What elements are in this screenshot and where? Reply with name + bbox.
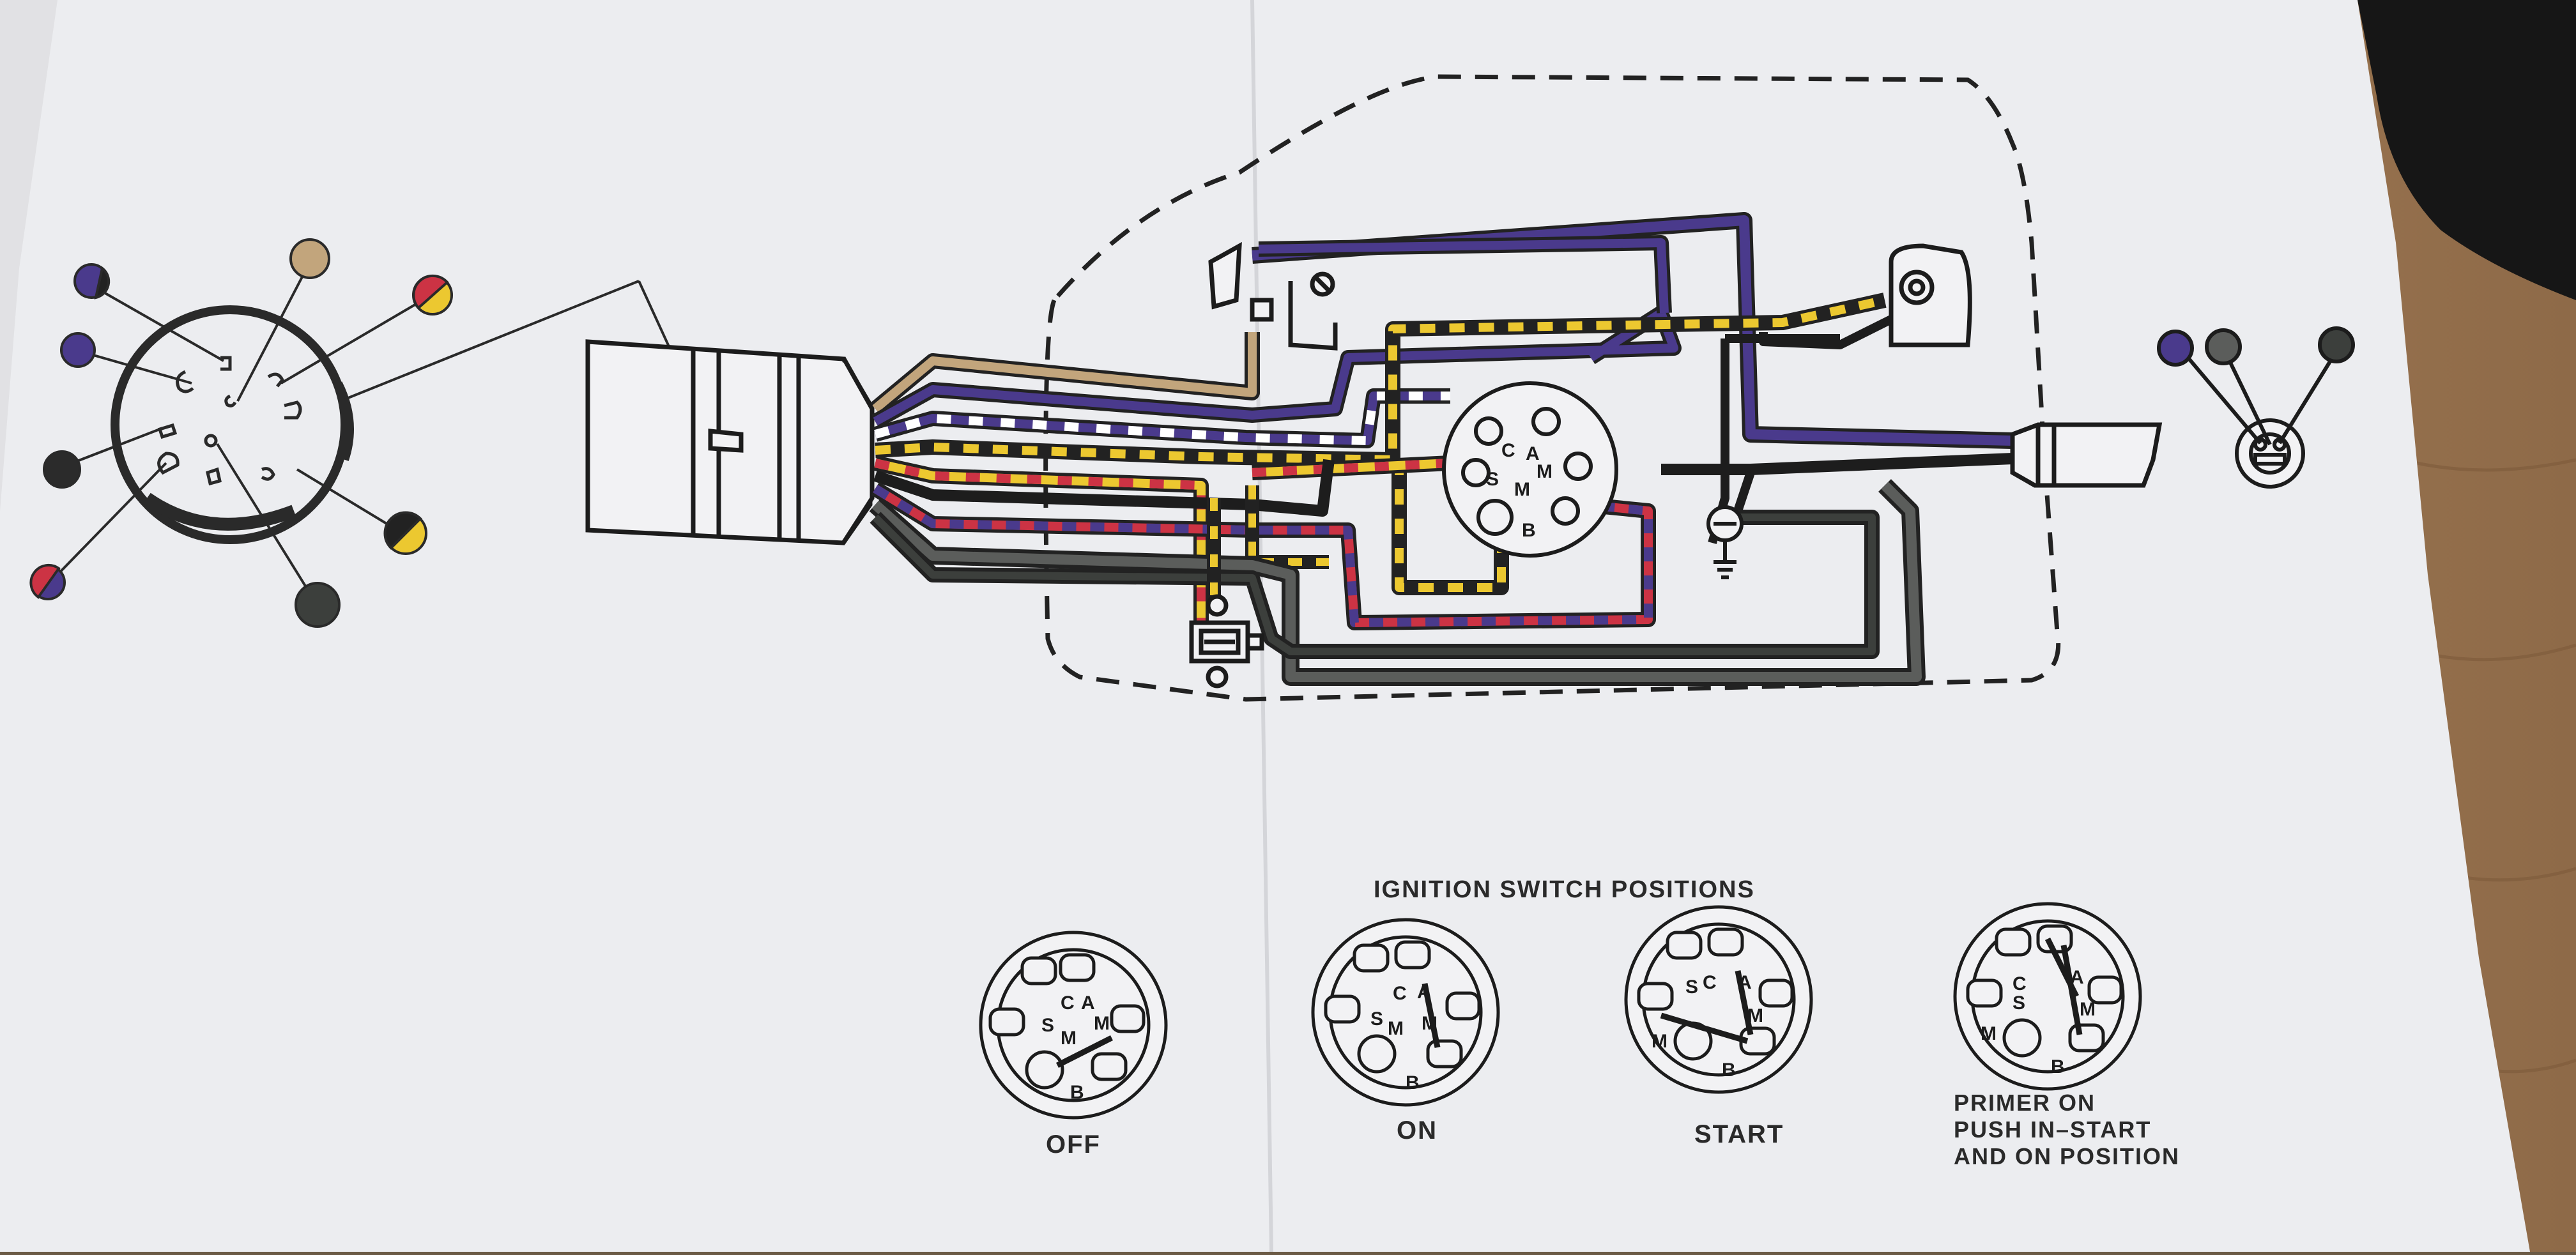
svg-text:B: B — [1070, 1082, 1084, 1103]
wire-dark-gray — [870, 510, 1880, 659]
pin-dot-black — [43, 450, 81, 489]
svg-text:A: A — [1738, 972, 1752, 993]
terminal-a-label: A — [1526, 443, 1540, 464]
ground-symbol — [1706, 505, 1744, 579]
plug-face — [2157, 326, 2355, 489]
svg-text:M: M — [1094, 1013, 1110, 1034]
pin-dot-dark-gray — [295, 582, 341, 628]
wire-tan — [870, 332, 1260, 415]
primer-solenoid — [1208, 241, 1338, 351]
svg-text:M: M — [1388, 1018, 1404, 1039]
svg-text:M: M — [1652, 1031, 1667, 1052]
control-box-outline — [1043, 74, 2061, 702]
svg-text:B: B — [1722, 1060, 1736, 1081]
terminal-s-label: S — [1486, 469, 1499, 490]
svg-text:M: M — [2080, 999, 2096, 1020]
pin-dot-purple — [60, 332, 96, 368]
paper-shadow — [0, 0, 57, 511]
pin-dot-yellow-red — [412, 274, 453, 316]
svg-text:C: C — [1393, 983, 1407, 1004]
svg-text:M: M — [1061, 1028, 1077, 1049]
terminal-m2-label: M — [1537, 461, 1552, 482]
plug-dot-gray — [2205, 328, 2242, 365]
key-switch-lanyard — [1889, 243, 1972, 347]
svg-text:C: C — [1061, 993, 1075, 1014]
terminal-b-label: B — [1522, 520, 1536, 541]
terminal-m-label: M — [1514, 479, 1530, 500]
dark-cloth — [2358, 0, 2576, 300]
switch-positions-title: IGNITION SWITCH POSITIONS — [1374, 876, 1755, 903]
connector-face — [111, 305, 354, 544]
ignition-switch-main: C A S M M B — [1442, 381, 1618, 558]
pin-dot-yellow-black — [383, 511, 427, 555]
pin-dot-red-purple — [29, 563, 66, 600]
svg-text:S: S — [1041, 1015, 1054, 1036]
svg-text:M: M — [1422, 1013, 1438, 1034]
harness-plug — [585, 339, 875, 545]
svg-text:S: S — [1685, 977, 1698, 998]
svg-text:M: M — [1981, 1023, 1997, 1044]
position-primer-label: PRIMER ON PUSH IN–START AND ON POSITION — [1954, 1090, 2222, 1170]
position-start-label: START — [1694, 1120, 1784, 1148]
svg-text:C: C — [2012, 973, 2027, 994]
svg-text:S: S — [2012, 993, 2025, 1014]
wire-bundle — [869, 212, 2013, 686]
primer-label-line-2: PUSH IN–START — [1954, 1116, 2152, 1143]
position-off-label: OFF — [1046, 1130, 1101, 1159]
svg-text:B: B — [2051, 1056, 2065, 1077]
plug-dot-dark-gray — [2318, 326, 2355, 363]
plug-dot-purple — [2157, 330, 2194, 367]
pin-leader-lines — [50, 268, 710, 605]
position-on-label: ON — [1397, 1116, 1438, 1145]
svg-text:C: C — [1703, 972, 1717, 993]
primer-label-line-1: PRIMER ON — [1954, 1090, 2096, 1116]
svg-text:B: B — [1406, 1072, 1420, 1093]
terminal-c-label: C — [1501, 440, 1515, 461]
output-plug — [2010, 422, 2163, 488]
pin-dot-purple-black — [73, 263, 111, 300]
svg-text:A: A — [1081, 993, 1095, 1014]
pin-dot-tan — [289, 238, 330, 279]
svg-text:A: A — [1417, 982, 1431, 1003]
svg-text:S: S — [1370, 1008, 1383, 1030]
primer-label-line-3: AND ON POSITION — [1954, 1143, 2181, 1169]
wire-red-purple — [871, 482, 1656, 630]
svg-text:A: A — [2070, 967, 2084, 988]
fuse-holder — [1189, 594, 1264, 688]
svg-text:M: M — [1747, 1005, 1763, 1026]
wire-gray — [869, 479, 1926, 686]
connector-pin-color-dots — [29, 238, 453, 628]
